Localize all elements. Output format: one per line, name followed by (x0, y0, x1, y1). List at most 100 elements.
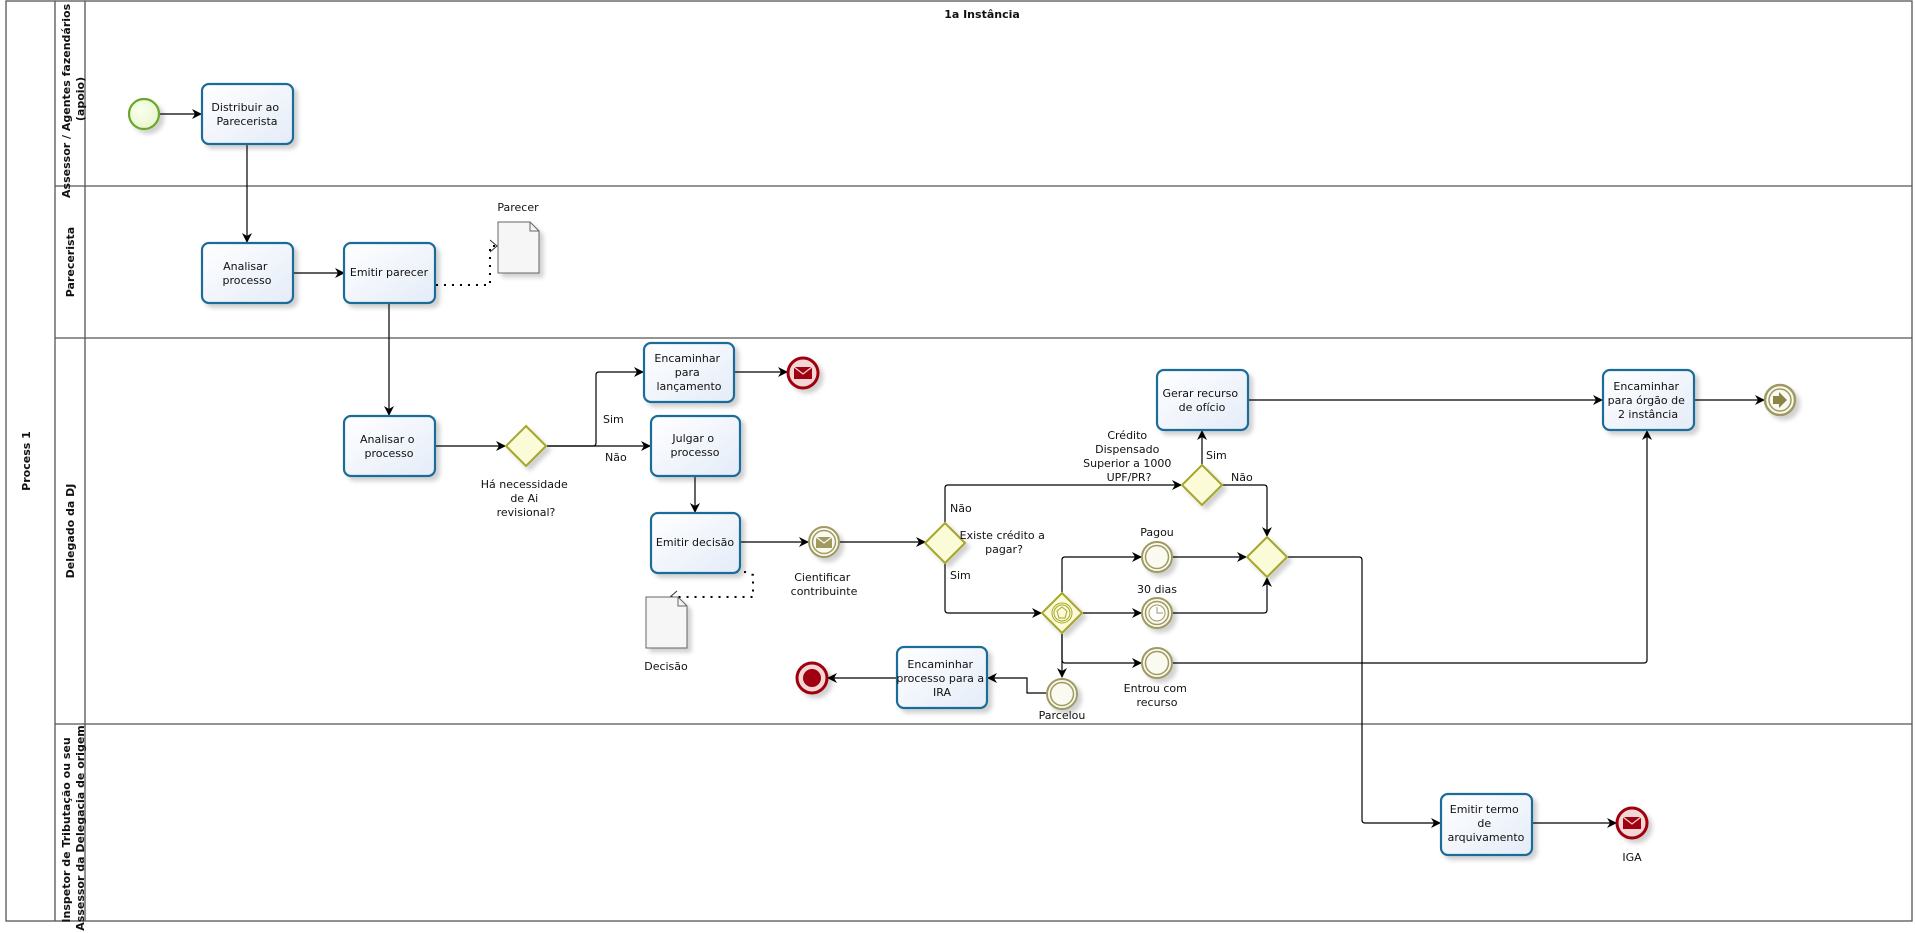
task-box (895, 645, 989, 710)
intermediate-event-cientificar[interactable]: Cientificar contribuinte (791, 526, 858, 598)
pool: Process 1 1a Instância (5, 0, 1913, 922)
flow-recurso-to-orgao[interactable] (1173, 430, 1652, 664)
task-label: Encaminhar para lançamento (654, 352, 723, 393)
intermediate-inner-ring (1144, 650, 1170, 676)
lane-parecerista: Parecerista (64, 227, 77, 297)
association-arrowhead (489, 239, 498, 253)
task-box (1601, 368, 1696, 432)
end-event-message-iga[interactable]: IGA (1615, 806, 1649, 864)
flow-eventgw-to-pagou[interactable] (1061, 552, 1142, 593)
pool-border (5, 0, 1913, 922)
event-label: Parcelou (1039, 709, 1086, 722)
exclusive-gateway-icon (1180, 463, 1224, 507)
intermediate-event-icon (1141, 647, 1173, 679)
event-label: Pagou (1140, 526, 1174, 539)
intermediate-event-icon (1046, 678, 1078, 710)
intermediate-event-icon (1141, 541, 1173, 573)
data-object-parecer[interactable]: Parecer (497, 201, 540, 274)
task-label: Emitir parecer (350, 266, 429, 279)
lane-label: Inspetor de Tributação ou seu Assessor d… (60, 725, 87, 930)
end-event-message-lancamento[interactable] (786, 356, 820, 390)
flow-label-sim: Sim (950, 569, 971, 582)
task-analisar-o-processo[interactable]: Analisar o processo (342, 414, 437, 478)
task-label: Analisar processo (222, 260, 271, 287)
end-event-escalation[interactable] (1763, 383, 1797, 417)
association-parecer (436, 245, 497, 286)
lane-inspetor: Inspetor de Tributação ou seu Assessor d… (60, 725, 87, 930)
intermediate-inner-ring (811, 529, 837, 555)
task-box (642, 341, 736, 404)
gateway-necessidade-ai[interactable]: Há necessidade de Ai revisional? (481, 424, 572, 519)
document-fold (677, 597, 687, 607)
pentagon-icon (1056, 606, 1068, 619)
flow-existe-nao[interactable] (944, 480, 1182, 523)
task-label: Emitir termo de arquivamento (1448, 803, 1525, 844)
document-icon (497, 221, 540, 274)
task-box (200, 82, 295, 146)
flow-label-sim: Sim (1206, 449, 1227, 462)
flow-merge-to-termo[interactable] (1288, 556, 1441, 828)
flow-label-sim: Sim (603, 413, 624, 426)
event-based-gateway-icon (1040, 591, 1084, 635)
task-encaminhar-orgao[interactable]: Encaminhar para órgão de 2 instância (1601, 368, 1696, 432)
end-event-terminate[interactable] (795, 661, 829, 695)
intermediate-inner-ring (1049, 681, 1075, 707)
intermediate-event-entrou-recurso[interactable]: Entrou com recurso (1124, 647, 1191, 709)
task-julgar-processo[interactable]: Julgar o processo (649, 414, 742, 478)
data-object-label: Decisão (644, 660, 688, 673)
exclusive-gateway-icon (504, 424, 548, 468)
task-encaminhar-lancamento[interactable]: Encaminhar para lançamento (642, 341, 736, 404)
task-box (649, 414, 742, 478)
flow-label-nao: Não (950, 502, 972, 515)
gateway-label: Crédito Dispensado Superior a 1000 UPF/P… (1083, 429, 1175, 484)
task-box (1155, 368, 1250, 432)
intermediate-inner-ring (1768, 388, 1792, 412)
document-fold (529, 222, 539, 232)
start-event[interactable] (127, 97, 161, 131)
document-icon (645, 596, 688, 649)
task-encaminhar-ira[interactable]: Encaminhar processo para a IRA (895, 645, 989, 710)
lane-assessor: Assessor / Agentes fazendários (apoio) (60, 0, 87, 198)
lane-label: Delegado da DJ (64, 484, 77, 579)
task-emitir-decisao[interactable]: Emitir decisão (649, 511, 742, 575)
data-object-decisao[interactable]: Decisão (644, 596, 688, 673)
terminate-dot (803, 669, 821, 687)
lane-label: Assessor / Agentes fazendários (apoio) (60, 0, 87, 198)
intermediate-event-pagou[interactable]: Pagou (1140, 526, 1174, 573)
gateway-existe-credito[interactable]: Existe crédito a pagar? (923, 521, 1049, 565)
event-label: IGA (1622, 851, 1642, 864)
flow-labels: Sim Não Não Sim Sim Não (603, 413, 1253, 582)
timer-event-30-dias[interactable]: 30 dias (1137, 583, 1177, 629)
task-box (200, 241, 295, 305)
gateway-inner-circle (1051, 602, 1073, 624)
gateway-label: Há necessidade de Ai revisional? (481, 478, 572, 519)
gateway-label: Existe crédito a pagar? (960, 529, 1049, 556)
flow-existe-sim[interactable] (944, 563, 1042, 618)
task-box (342, 241, 437, 305)
task-box (649, 511, 742, 575)
flow-parcelou-to-ira[interactable] (987, 673, 1046, 694)
lane-label: Parecerista (64, 227, 77, 297)
flow-label-nao: Não (1231, 471, 1253, 484)
flow-30dias-to-merge[interactable] (1173, 577, 1272, 614)
task-label: Distribuir ao Parecerista (211, 101, 282, 128)
sequence-flows (159, 109, 1765, 828)
exclusive-gateway-icon (1245, 535, 1289, 579)
lane-delegado: Delegado da DJ (64, 484, 77, 579)
task-gerar-recurso[interactable]: Gerar recurso de ofício (1155, 368, 1250, 432)
task-emitir-termo[interactable]: Emitir termo de arquivamento (1439, 792, 1534, 857)
intermediate-event-parcelou[interactable]: Parcelou (1039, 678, 1086, 722)
task-emitir-parecer[interactable]: Emitir parecer (342, 241, 437, 305)
task-distribuir[interactable]: Distribuir ao Parecerista (200, 82, 295, 146)
task-label: Emitir decisão (656, 536, 734, 549)
flow-credito-nao[interactable] (1222, 484, 1272, 537)
task-label: Analisar o processo (360, 433, 418, 460)
gateway-credito-dispensado[interactable]: Crédito Dispensado Superior a 1000 UPF/P… (1083, 429, 1224, 507)
gateway-merge[interactable] (1245, 535, 1289, 579)
data-object-label: Parecer (497, 201, 539, 214)
task-analisar-processo[interactable]: Analisar processo (200, 241, 295, 305)
task-label: Julgar o processo (670, 432, 719, 459)
gateway-event-based[interactable] (1040, 591, 1084, 635)
arrow-right-icon (1773, 392, 1787, 408)
envelope-flap (793, 366, 813, 375)
